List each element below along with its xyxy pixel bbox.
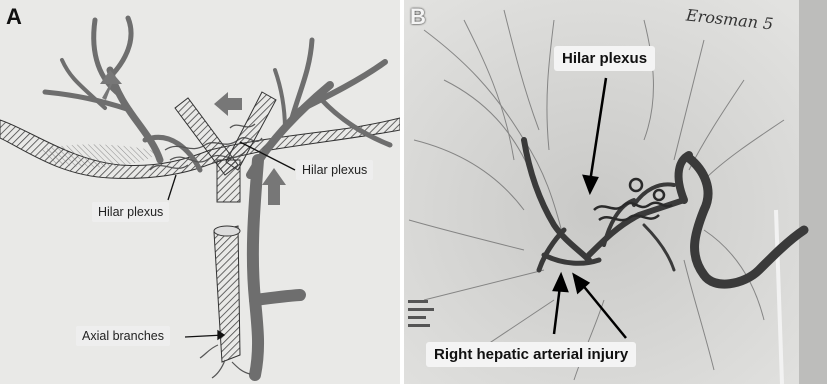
hilar-plexus-label-right: Hilar plexus <box>296 160 373 180</box>
hilar-plexus-label-left: Hilar plexus <box>92 202 169 222</box>
panel-b: B Erosman 5 Hilar plexus Right hepatic a… <box>404 0 827 384</box>
axial-branches-label: Axial branches <box>76 326 170 346</box>
right-hepatic-arterial-injury-label: Right hepatic arterial injury <box>426 342 636 367</box>
hilar-plexus-label: Hilar plexus <box>554 46 655 71</box>
arrow-up-icon <box>262 168 286 205</box>
panel-a: A Hilar plexus Hilar plexus Axial branch… <box>0 0 400 384</box>
arrow-left-icon <box>214 92 242 116</box>
panel-b-letter: B <box>410 4 426 30</box>
bile-duct-illustration <box>0 0 400 384</box>
panel-a-letter: A <box>6 4 22 30</box>
